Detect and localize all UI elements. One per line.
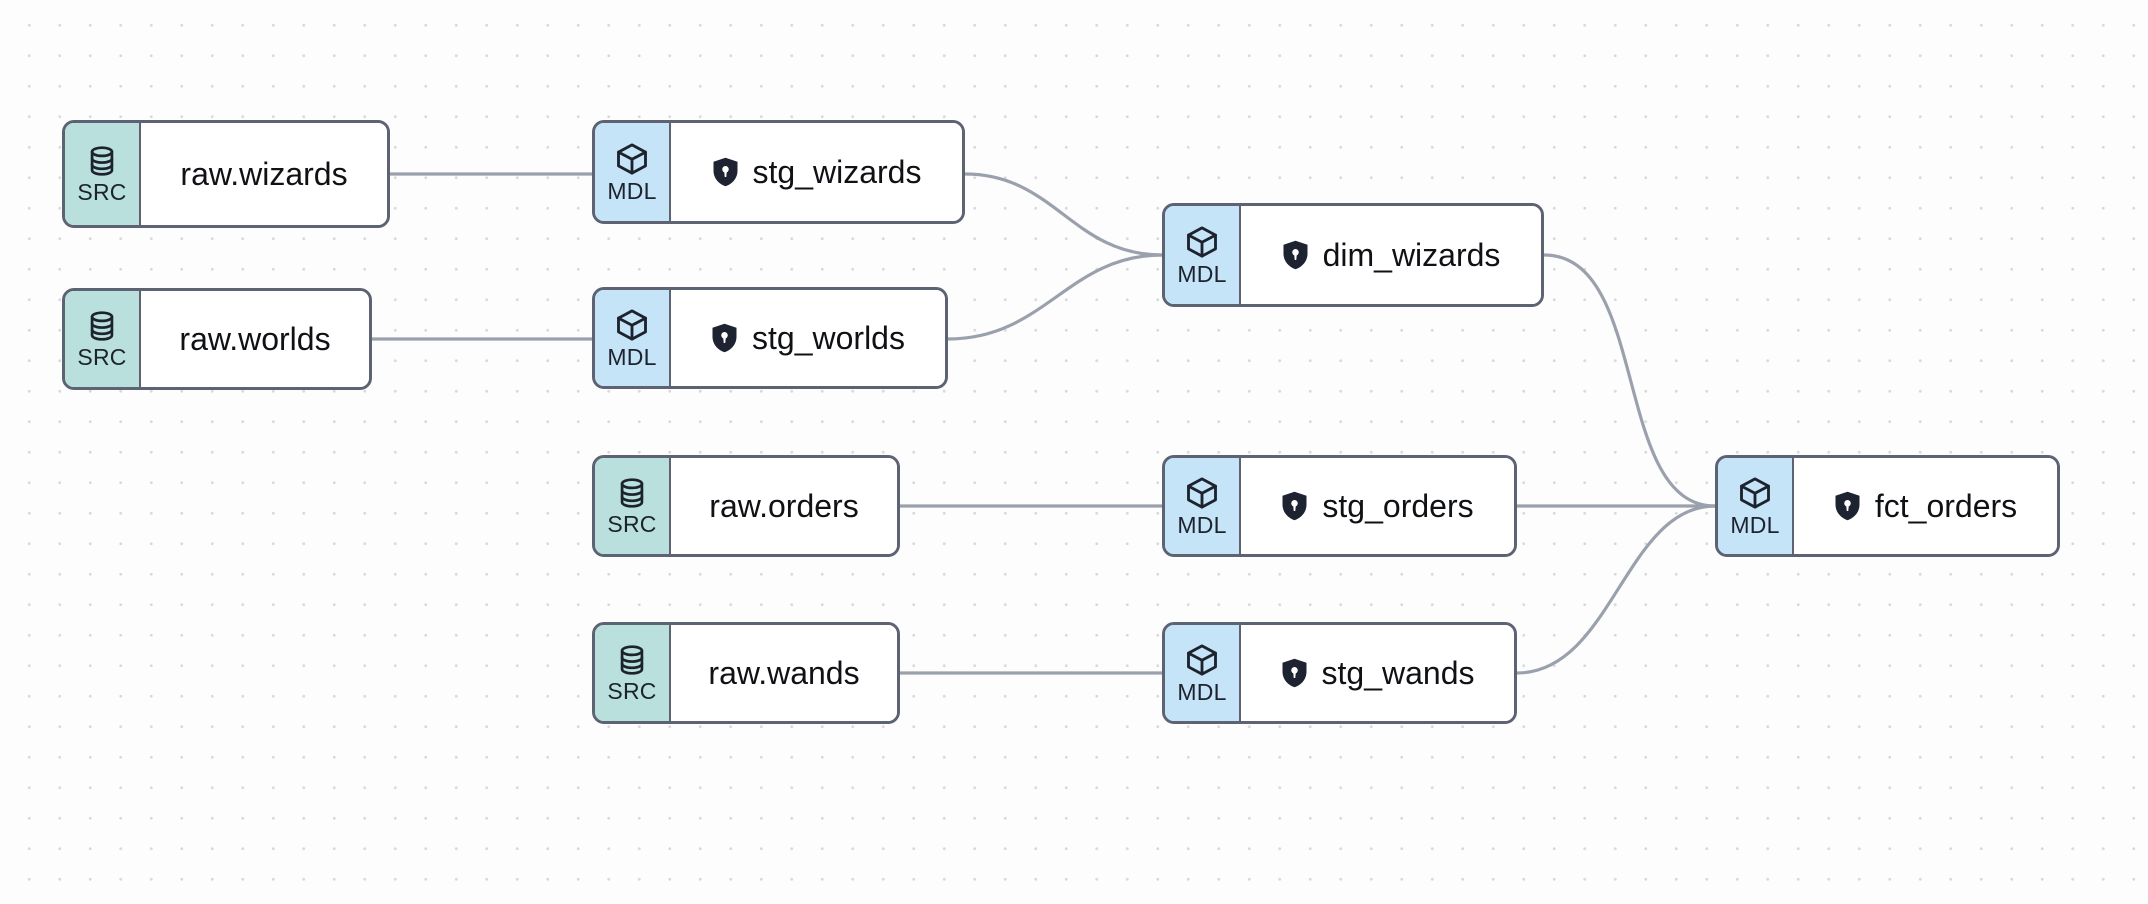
node-raw_worlds[interactable]: SRC raw.worlds xyxy=(62,288,372,390)
database-icon xyxy=(615,643,649,677)
shield-lock-icon xyxy=(1282,240,1309,270)
node-badge-src[interactable]: SRC xyxy=(65,291,141,387)
node-badge-label: MDL xyxy=(1177,512,1227,538)
cube-icon xyxy=(1737,475,1773,511)
node-body[interactable]: raw.wands xyxy=(671,625,897,721)
node-label: dim_wizards xyxy=(1322,237,1501,273)
node-badge-label: MDL xyxy=(1177,679,1227,705)
node-stg_orders[interactable]: MDL stg_orders xyxy=(1162,455,1517,557)
node-badge-mdl[interactable]: MDL xyxy=(1165,206,1241,304)
node-fct_orders[interactable]: MDL fct_orders xyxy=(1715,455,2060,557)
node-badge-mdl[interactable]: MDL xyxy=(1718,458,1794,554)
shield-lock-icon xyxy=(1834,491,1861,521)
node-stg_worlds[interactable]: MDL stg_worlds xyxy=(592,287,948,389)
cube-icon xyxy=(1184,642,1220,678)
node-label: stg_wizards xyxy=(752,154,922,190)
node-badge-label: MDL xyxy=(607,344,657,370)
node-raw_wands[interactable]: SRC raw.wands xyxy=(592,622,900,724)
shield-lock-icon xyxy=(1281,658,1308,688)
database-icon xyxy=(615,476,649,510)
node-badge-src[interactable]: SRC xyxy=(595,458,671,554)
node-label: fct_orders xyxy=(1874,488,2018,524)
node-badge-src[interactable]: SRC xyxy=(65,123,141,225)
node-badge-label: MDL xyxy=(1177,261,1227,287)
node-badge-label: SRC xyxy=(77,179,127,205)
database-icon xyxy=(85,144,119,178)
edge-dim_wizards-to-fct_orders[interactable] xyxy=(1542,253,1717,508)
shield-lock-icon xyxy=(712,157,739,187)
node-stg_wizards[interactable]: MDL stg_wizards xyxy=(592,120,965,224)
node-stg_wands[interactable]: MDL stg_wands xyxy=(1162,622,1517,724)
node-label: raw.worlds xyxy=(179,321,331,357)
node-body[interactable]: raw.orders xyxy=(671,458,897,554)
node-label: raw.orders xyxy=(709,488,859,524)
node-badge-src[interactable]: SRC xyxy=(595,625,671,721)
node-body[interactable]: fct_orders xyxy=(1794,458,2057,554)
database-icon xyxy=(85,309,119,343)
node-raw_wizards[interactable]: SRC raw.wizards xyxy=(62,120,390,228)
node-body[interactable]: stg_orders xyxy=(1241,458,1514,554)
node-label: stg_wands xyxy=(1321,655,1475,691)
node-body[interactable]: stg_worlds xyxy=(671,290,945,386)
node-label: stg_orders xyxy=(1322,488,1474,524)
cube-icon xyxy=(614,307,650,343)
cube-icon xyxy=(1184,224,1220,260)
node-raw_orders[interactable]: SRC raw.orders xyxy=(592,455,900,557)
node-badge-mdl[interactable]: MDL xyxy=(1165,625,1241,721)
cube-icon xyxy=(1184,475,1220,511)
node-badge-label: SRC xyxy=(607,678,657,704)
shield-lock-icon xyxy=(711,323,738,353)
edge-stg_worlds-to-dim_wizards[interactable] xyxy=(946,253,1164,341)
node-label: raw.wands xyxy=(708,655,860,691)
node-dim_wizards[interactable]: MDL dim_wizards xyxy=(1162,203,1544,307)
node-body[interactable]: dim_wizards xyxy=(1241,206,1541,304)
node-label: raw.wizards xyxy=(180,156,348,192)
node-body[interactable]: raw.worlds xyxy=(141,291,369,387)
node-badge-label: SRC xyxy=(607,511,657,537)
cube-icon xyxy=(614,141,650,177)
node-badge-mdl[interactable]: MDL xyxy=(1165,458,1241,554)
node-badge-label: SRC xyxy=(77,344,127,370)
node-body[interactable]: raw.wizards xyxy=(141,123,387,225)
edge-stg_wizards-to-dim_wizards[interactable] xyxy=(963,172,1164,257)
node-badge-label: MDL xyxy=(607,178,657,204)
node-badge-label: MDL xyxy=(1730,512,1780,538)
node-body[interactable]: stg_wands xyxy=(1241,625,1514,721)
node-badge-mdl[interactable]: MDL xyxy=(595,290,671,386)
node-badge-mdl[interactable]: MDL xyxy=(595,123,671,221)
node-label: stg_worlds xyxy=(752,320,905,356)
edge-stg_wands-to-fct_orders[interactable] xyxy=(1515,504,1717,675)
node-body[interactable]: stg_wizards xyxy=(671,123,962,221)
shield-lock-icon xyxy=(1281,491,1308,521)
